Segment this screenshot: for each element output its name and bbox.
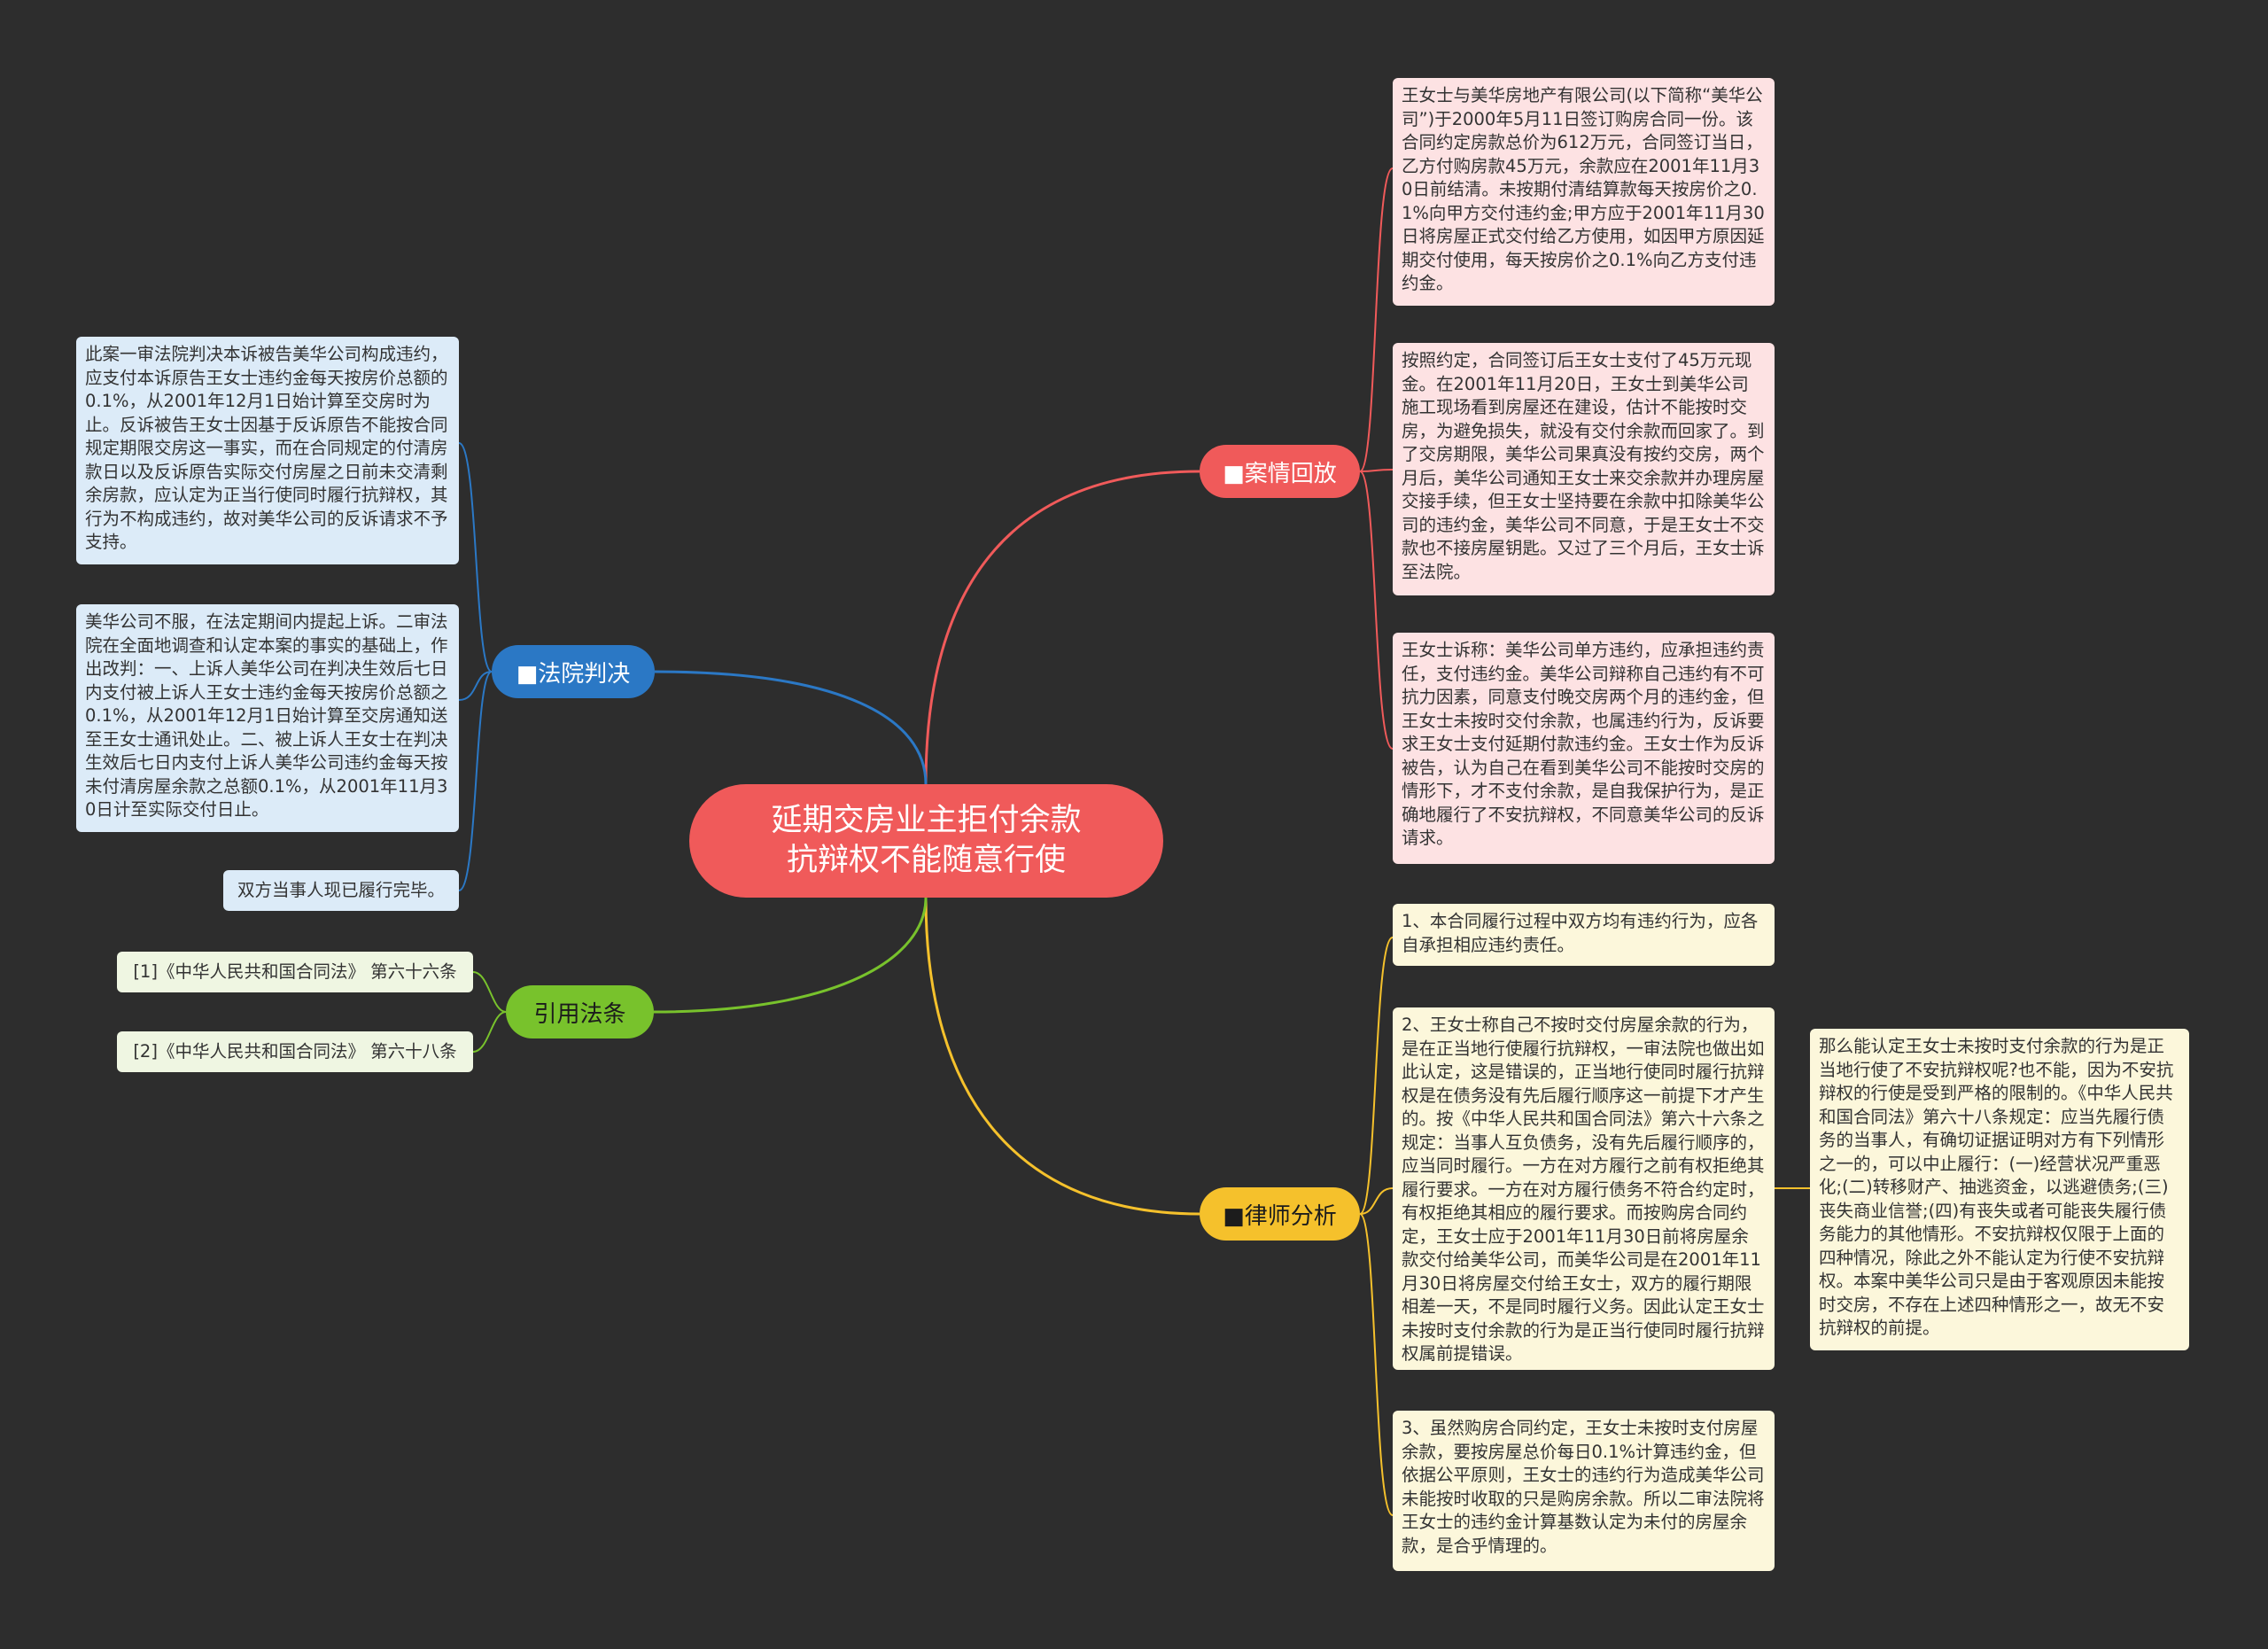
branch-lawyer-analysis[interactable]: ■律师分析	[1200, 1187, 1360, 1241]
case-review-note-2[interactable]: 按照约定，合同签订后王女士支付了45万元现金。在2001年11月20日，王女士到…	[1393, 343, 1775, 595]
court-judgment-note-1[interactable]: 此案一审法院判决本诉被告美华公司构成违约，应支付本诉原告王女士违约金每天按房价总…	[76, 337, 459, 564]
central-topic[interactable]: 延期交房业主拒付余款 抗辩权不能随意行使	[689, 784, 1163, 898]
lawyer-analysis-note-2[interactable]: 2、王女士称自己不按时交付房屋余款的行为，是在正当地行使履行抗辩权，一审法院也做…	[1393, 1007, 1775, 1370]
branch-case-review[interactable]: ■案情回放	[1200, 445, 1360, 498]
branch-court-judgment[interactable]: ■法院判决	[492, 645, 655, 698]
cited-law-item-1[interactable]: [1]《中华人民共和国合同法》 第六十六条	[117, 952, 473, 992]
lawyer-analysis-subnote[interactable]: 那么能认定王女士未按时支付余款的行为是正当地行使了不安抗辩权呢?也不能，因为不安…	[1810, 1029, 2189, 1350]
lawyer-analysis-note-1[interactable]: 1、本合同履行过程中双方均有违约行为，应各自承担相应违约责任。	[1393, 904, 1775, 966]
central-topic-text: 延期交房业主拒付余款 抗辩权不能随意行使	[771, 803, 1082, 878]
case-review-note-3[interactable]: 王女士诉称：美华公司单方违约，应承担违约责任，支付违约金。美华公司辩称自己违约有…	[1393, 633, 1775, 864]
branch-cited-law[interactable]: 引用法条	[506, 985, 654, 1038]
court-judgment-note-3[interactable]: 双方当事人现已履行完毕。	[223, 870, 459, 911]
case-review-note-1[interactable]: 王女士与美华房地产有限公司(以下简称“美华公司”)于2000年5月11日签订购房…	[1393, 78, 1775, 306]
court-judgment-note-2[interactable]: 美华公司不服，在法定期间内提起上诉。二审法院在全面地调查和认定本案的事实的基础上…	[76, 604, 459, 832]
cited-law-item-2[interactable]: [2]《中华人民共和国合同法》 第六十八条	[117, 1031, 473, 1072]
lawyer-analysis-note-3[interactable]: 3、虽然购房合同约定，王女士未按时支付房屋余款，要按房屋总价每日0.1%计算违约…	[1393, 1411, 1775, 1571]
